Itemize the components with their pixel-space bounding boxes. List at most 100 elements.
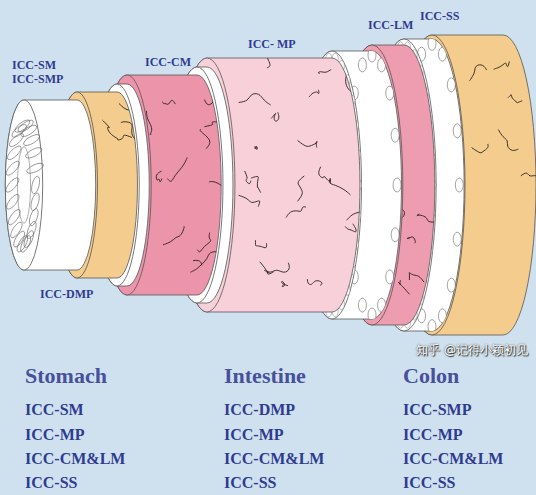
villus	[24, 146, 43, 161]
muscle-cell	[447, 278, 455, 292]
icc-network	[407, 237, 415, 243]
icc-network	[319, 167, 330, 181]
villus	[28, 208, 40, 227]
villus	[9, 221, 25, 240]
layer-label: ICC-SM	[12, 58, 56, 72]
label-slot: ICC-MP	[224, 426, 284, 444]
icc-network	[205, 99, 221, 109]
muscle-cell	[378, 298, 386, 312]
icc-network	[498, 130, 518, 151]
villus	[19, 234, 33, 253]
label-slot: ICC-SM	[25, 401, 84, 419]
icc-network	[193, 260, 202, 265]
villus	[7, 131, 25, 148]
muscle-cell	[453, 232, 461, 246]
layer-label: ICC-CM	[145, 55, 191, 69]
muscle-cell	[358, 58, 366, 72]
villus	[16, 118, 35, 134]
label-slot: Intestine	[224, 363, 306, 388]
icc-network	[309, 90, 319, 97]
icc-network	[200, 129, 210, 148]
villus	[19, 123, 38, 139]
watermark: 知乎 @记得小颖初见	[416, 343, 528, 357]
villus	[6, 208, 22, 227]
label-slot: 知乎 @记得小颖初见	[416, 340, 528, 358]
icc-network	[251, 176, 261, 192]
region-heading: Colon	[403, 363, 459, 388]
label-slot: ICC-MP	[403, 426, 463, 444]
muscle-cell	[447, 78, 455, 92]
icc-network	[209, 182, 240, 188]
label-slot: ICC-SMP	[403, 401, 471, 419]
icc-network	[245, 171, 251, 184]
region-heading: Stomach	[25, 363, 107, 388]
lumen	[17, 147, 30, 224]
label-slot: Stomach	[25, 363, 107, 388]
muscle-cell	[428, 36, 436, 50]
icc-network	[156, 171, 162, 182]
icc-network	[118, 135, 132, 140]
icc-network	[508, 95, 522, 103]
icc-type: ICC-MP	[403, 426, 463, 443]
icc-type: ICC-MP	[224, 426, 284, 443]
icc-type: ICC-SM	[25, 401, 84, 418]
muscle-cell	[393, 178, 401, 192]
muscle-cell	[391, 228, 399, 242]
label-slot: ICC-SS	[420, 6, 459, 24]
icc-network	[521, 173, 536, 178]
villus	[10, 122, 28, 139]
icc-network	[254, 146, 257, 149]
muscle-cell	[428, 320, 436, 334]
icc-network	[329, 178, 350, 194]
villus	[15, 234, 30, 253]
icc-network	[346, 73, 358, 93]
icc-network	[345, 224, 356, 232]
icc-network	[307, 279, 322, 285]
icc-network	[204, 122, 223, 127]
layer-label: ICC-SS	[420, 9, 459, 23]
label-slot: Colon	[403, 363, 459, 388]
mucosa-face	[5, 100, 42, 270]
icc-network	[409, 273, 424, 282]
icc-network	[255, 240, 266, 248]
icc-network	[472, 144, 489, 152]
icc-type: ICC-MP	[25, 426, 85, 443]
villus	[25, 161, 44, 175]
label-slot: ICC-CM&LM	[403, 450, 503, 468]
muscle-cell	[391, 128, 399, 142]
icc-type: ICC-SS	[25, 474, 77, 491]
icc-network	[399, 280, 410, 294]
icc-network	[271, 112, 279, 121]
label-slot: ICC-DMP	[224, 401, 295, 419]
muscle-cell	[438, 47, 446, 61]
label-slot: ICC-SS	[224, 474, 276, 492]
label-slot: ICC-SM	[12, 55, 56, 73]
icc-network	[286, 207, 306, 218]
icc-network	[298, 176, 305, 201]
muscle-cell	[438, 309, 446, 323]
muscle-cell	[378, 58, 386, 72]
muscle-cell	[453, 124, 461, 138]
icc-network	[102, 120, 117, 139]
muscle-cell	[386, 86, 394, 100]
icc-type: ICC-DMP	[224, 401, 295, 418]
icc-network	[197, 233, 210, 252]
icc-network	[494, 62, 510, 70]
icc-type: ICC-SMP	[403, 401, 471, 418]
muscle-cell	[455, 178, 463, 192]
icc-network	[190, 252, 218, 273]
label-slot: ICC-CM&LM	[224, 450, 324, 468]
icc-network	[470, 65, 487, 81]
icc-network	[318, 70, 331, 74]
villus	[30, 175, 41, 194]
icc-network	[239, 94, 271, 105]
label-slot: ICC-MP	[25, 426, 85, 444]
muscle-cell	[358, 298, 366, 312]
villus	[4, 176, 21, 194]
icc-type: ICC-SS	[224, 474, 276, 491]
icc-network	[267, 55, 278, 68]
label-slot: ICC- MP	[248, 34, 296, 52]
icc-network	[163, 226, 184, 245]
icc-network	[347, 212, 371, 220]
